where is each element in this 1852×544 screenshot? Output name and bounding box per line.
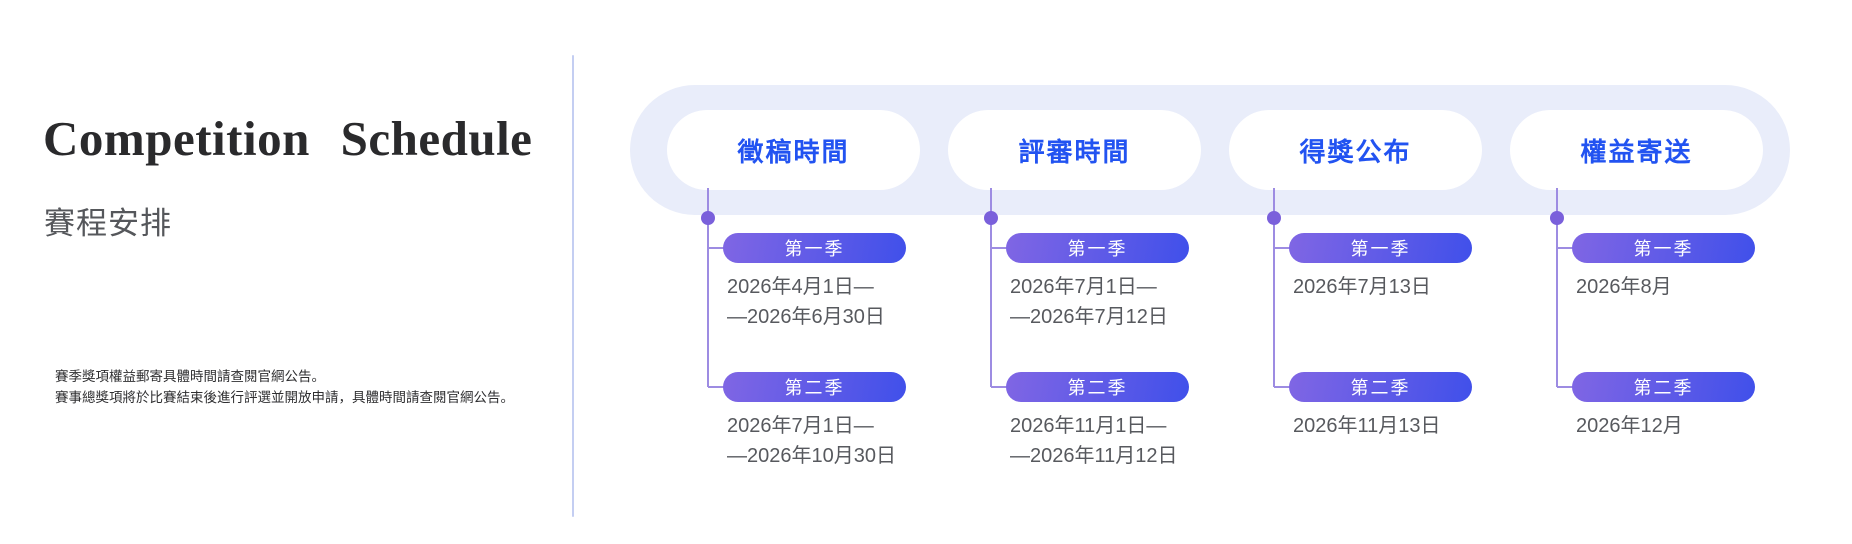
quarter-dates: 2026年8月 [1576, 272, 1672, 302]
stage-header-pill: 權益寄送 [1510, 110, 1763, 190]
stage-header-pill: 得獎公布 [1229, 110, 1482, 190]
stage-header-pill: 徵稿時間 [667, 110, 920, 190]
connector-tick [1557, 386, 1574, 388]
vertical-divider [572, 55, 574, 517]
timeline-node-dot [1550, 211, 1564, 225]
timeline-header-band: 徵稿時間評審時間得獎公布權益寄送 [630, 85, 1790, 215]
date-text: 2026年4月1日— [727, 276, 874, 298]
quarter-dates: 2026年7月13日 [1293, 272, 1431, 302]
note-line-1: 賽季獎項權益郵寄具體時間請查閱官網公告。 [55, 369, 325, 384]
date-text: —2026年10月30日 [727, 445, 896, 467]
quarter-pill: 第一季 [723, 233, 906, 263]
quarter-dates: 2026年7月1日— —2026年10月30日 [727, 411, 896, 471]
connector-tick [991, 247, 1008, 249]
connector-tick [1557, 247, 1574, 249]
date-text: 2026年11月1日— [1010, 415, 1167, 437]
connector-tick [1274, 247, 1291, 249]
quarter-pill: 第二季 [1006, 372, 1189, 402]
quarter-pill: 第二季 [1289, 372, 1472, 402]
date-text: —2026年7月12日 [1010, 306, 1168, 328]
page-subtitle: 賽程安排 [44, 206, 172, 241]
quarter-dates: 2026年7月1日— —2026年7月12日 [1010, 272, 1168, 332]
connector-line [1273, 188, 1275, 387]
date-text: 2026年7月1日— [727, 415, 874, 437]
quarter-pill: 第一季 [1289, 233, 1472, 263]
quarter-dates: 2026年11月13日 [1293, 411, 1441, 441]
timeline-node-dot [701, 211, 715, 225]
connector-tick [991, 386, 1008, 388]
quarter-pill: 第一季 [1006, 233, 1189, 263]
timeline-node-dot [984, 211, 998, 225]
date-text: —2026年6月30日 [727, 306, 885, 328]
quarter-pill: 第二季 [1572, 372, 1755, 402]
connector-line [707, 188, 709, 387]
schedule-notes: 賽季獎項權益郵寄具體時間請查閱官網公告。 賽事總獎項將於比賽結束後進行評選並開放… [55, 366, 514, 408]
connector-tick [1274, 386, 1291, 388]
quarter-pill: 第一季 [1572, 233, 1755, 263]
timeline-node-dot [1267, 211, 1281, 225]
date-text: 2026年11月13日 [1293, 415, 1441, 437]
quarter-dates: 2026年4月1日— —2026年6月30日 [727, 272, 885, 332]
date-text: 2026年7月13日 [1293, 276, 1431, 298]
connector-tick [708, 247, 725, 249]
stage-header-pill: 評審時間 [948, 110, 1201, 190]
quarter-dates: 2026年12月 [1576, 411, 1683, 441]
page-title: Competition Schedule [43, 111, 533, 166]
date-text: 2026年8月 [1576, 276, 1672, 298]
connector-line [1556, 188, 1558, 387]
connector-tick [708, 386, 725, 388]
date-text: 2026年7月1日— [1010, 276, 1157, 298]
quarter-dates: 2026年11月1日— —2026年11月12日 [1010, 411, 1178, 471]
date-text: —2026年11月12日 [1010, 445, 1178, 467]
connector-line [990, 188, 992, 387]
note-line-2: 賽事總獎項將於比賽結束後進行評選並開放申請，具體時間請查閱官網公告。 [55, 390, 514, 405]
date-text: 2026年12月 [1576, 415, 1683, 437]
quarter-pill: 第二季 [723, 372, 906, 402]
